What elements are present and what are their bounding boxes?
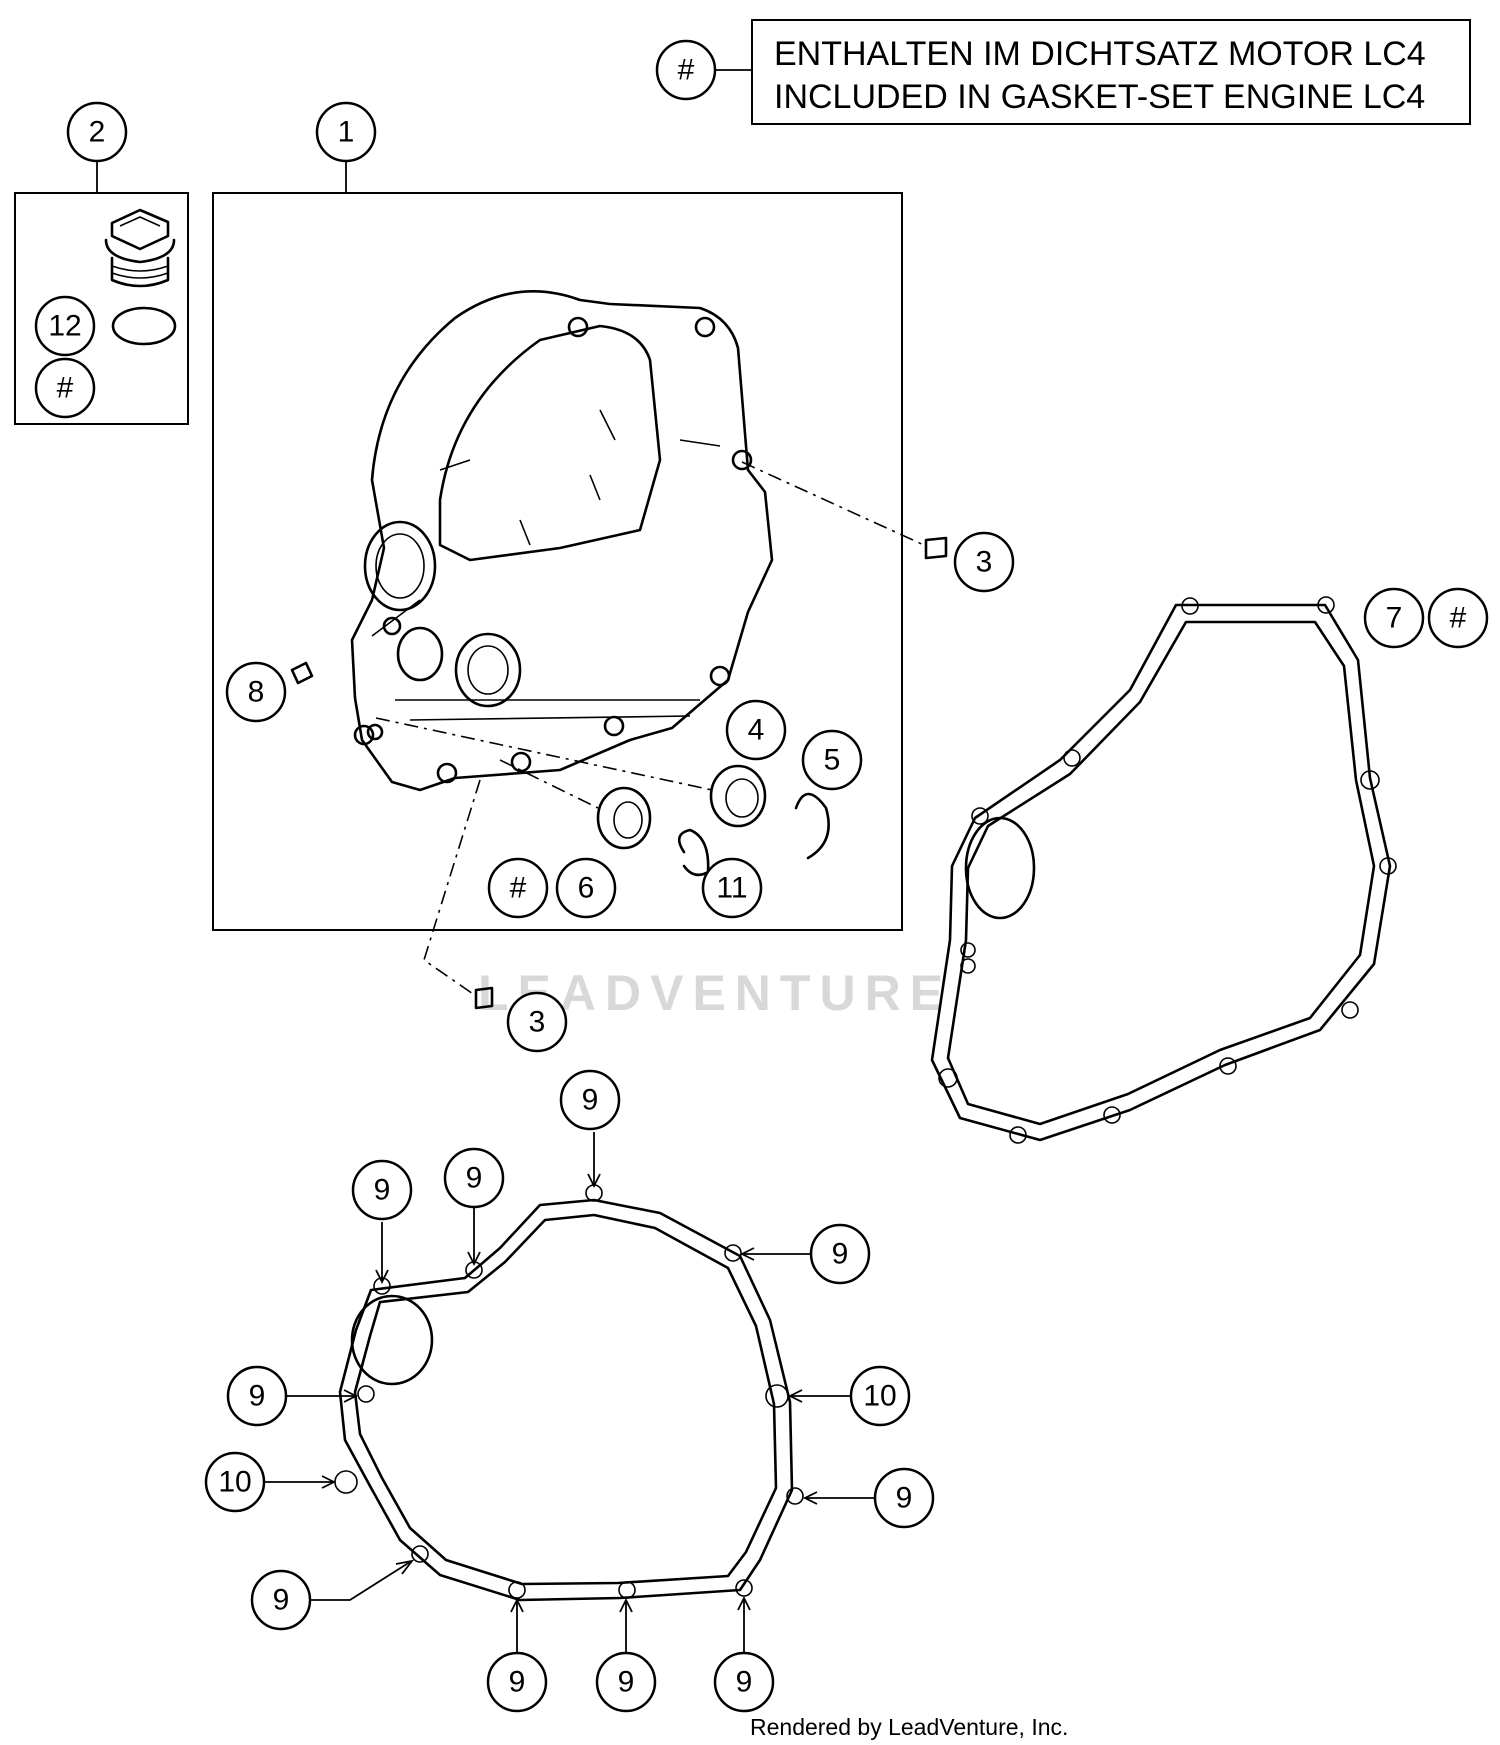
- lock-ring-11: [677, 828, 710, 877]
- callout-3-lower[interactable]: 3: [506, 991, 568, 1053]
- svg-text:1: 1: [338, 116, 355, 149]
- assembly-line-dowel-upper: [741, 461, 927, 547]
- callout-11[interactable]: 11: [701, 857, 763, 919]
- screw-plug-8: [290, 661, 314, 685]
- callout-9-bottom-3[interactable]: 9: [713, 1651, 775, 1713]
- shaft-seal-4: [709, 764, 767, 828]
- callout-12[interactable]: 12: [34, 295, 96, 357]
- legend-hash-callout: #: [655, 39, 717, 101]
- legend-box: [751, 19, 1471, 125]
- svg-text:9: 9: [582, 1084, 599, 1117]
- clutch-cover-box: [212, 192, 903, 931]
- svg-text:9: 9: [249, 1380, 266, 1413]
- oil-filler-plug-drawing: [104, 208, 176, 288]
- callout-7[interactable]: 7: [1363, 587, 1425, 649]
- callout-4[interactable]: 4: [725, 699, 787, 761]
- svg-text:12: 12: [48, 310, 81, 343]
- callout-hash-seal-6[interactable]: #: [487, 857, 549, 919]
- shaft-seal-6: [596, 786, 652, 850]
- credit-text: Rendered by LeadVenture, Inc.: [750, 1714, 1068, 1740]
- svg-text:6: 6: [578, 872, 595, 905]
- lock-ring-5: [794, 792, 830, 860]
- gasket-bottom-large-hole: [350, 1294, 434, 1386]
- callout-8[interactable]: 8: [225, 661, 287, 723]
- callout-2[interactable]: 2: [66, 101, 128, 163]
- legend-symbol: #: [678, 54, 695, 87]
- callout-9-bottom-2[interactable]: 9: [595, 1651, 657, 1713]
- svg-text:9: 9: [832, 1238, 849, 1271]
- svg-text:10: 10: [863, 1380, 896, 1413]
- svg-text:9: 9: [466, 1162, 483, 1195]
- svg-text:5: 5: [824, 744, 841, 777]
- callout-3-upper[interactable]: 3: [953, 531, 1015, 593]
- clutch-cover-drawing: [350, 290, 774, 792]
- assembly-line-seal-4: [375, 717, 713, 791]
- svg-text:8: 8: [248, 676, 265, 709]
- svg-text:4: 4: [748, 714, 765, 747]
- gasket-7-drawing: [930, 596, 1397, 1144]
- callout-leaders: [264, 558, 958, 1652]
- shaft-seal-4-inner: [725, 778, 759, 818]
- svg-text:#: #: [1450, 602, 1467, 635]
- svg-text:9: 9: [374, 1174, 391, 1207]
- svg-text:2: 2: [89, 116, 106, 149]
- o-ring-12: [111, 306, 177, 346]
- dowel-pin-lower: [474, 986, 494, 1010]
- svg-text:3: 3: [976, 546, 993, 579]
- assembly-line-dowel-lower: [423, 779, 481, 997]
- callout-5[interactable]: 5: [801, 729, 863, 791]
- callout-hash-plug[interactable]: #: [34, 357, 96, 419]
- svg-text:9: 9: [896, 1482, 913, 1515]
- callout-10-left[interactable]: 10: [204, 1451, 266, 1513]
- svg-text:#: #: [57, 372, 74, 405]
- svg-text:9: 9: [509, 1666, 526, 1699]
- callout-10-right[interactable]: 10: [849, 1365, 911, 1427]
- dowel-pin-upper: [924, 536, 948, 560]
- callout-1[interactable]: 1: [315, 101, 377, 163]
- svg-text:9: 9: [273, 1584, 290, 1617]
- callout-9-top[interactable]: 9: [559, 1069, 621, 1131]
- gasket-bottom-drawing: [334, 1184, 804, 1602]
- callout-9-right[interactable]: 9: [873, 1467, 935, 1529]
- svg-text:9: 9: [618, 1666, 635, 1699]
- callout-hash-gasket-7[interactable]: #: [1427, 587, 1489, 649]
- callout-9-upper-right[interactable]: 9: [809, 1223, 871, 1285]
- svg-text:11: 11: [716, 872, 747, 905]
- svg-text:3: 3: [529, 1006, 546, 1039]
- oil-plug-kit-box: [14, 192, 189, 425]
- callout-9-bottom-1[interactable]: 9: [486, 1651, 548, 1713]
- svg-text:10: 10: [218, 1466, 251, 1499]
- callout-9-upper-left[interactable]: 9: [351, 1159, 413, 1221]
- callout-9-upper-mid[interactable]: 9: [443, 1147, 505, 1209]
- legend-line-2: INCLUDED IN GASKET-SET ENGINE LC4: [774, 78, 1425, 116]
- svg-text:#: #: [510, 872, 527, 905]
- callout-9-left[interactable]: 9: [226, 1365, 288, 1427]
- oil-plug-kit-group: [14, 161, 189, 425]
- assembly-line-seal-6: [499, 759, 599, 809]
- svg-text:9: 9: [736, 1666, 753, 1699]
- svg-text:7: 7: [1386, 602, 1403, 635]
- legend: ENTHALTEN IM DICHTSATZ MOTOR LC4 INCLUDE…: [655, 19, 1471, 125]
- callout-6[interactable]: 6: [555, 857, 617, 919]
- shaft-seal-6-inner: [613, 801, 643, 839]
- legend-line-1: ENTHALTEN IM DICHTSATZ MOTOR LC4: [774, 35, 1426, 73]
- callout-9-lower-left[interactable]: 9: [250, 1569, 312, 1631]
